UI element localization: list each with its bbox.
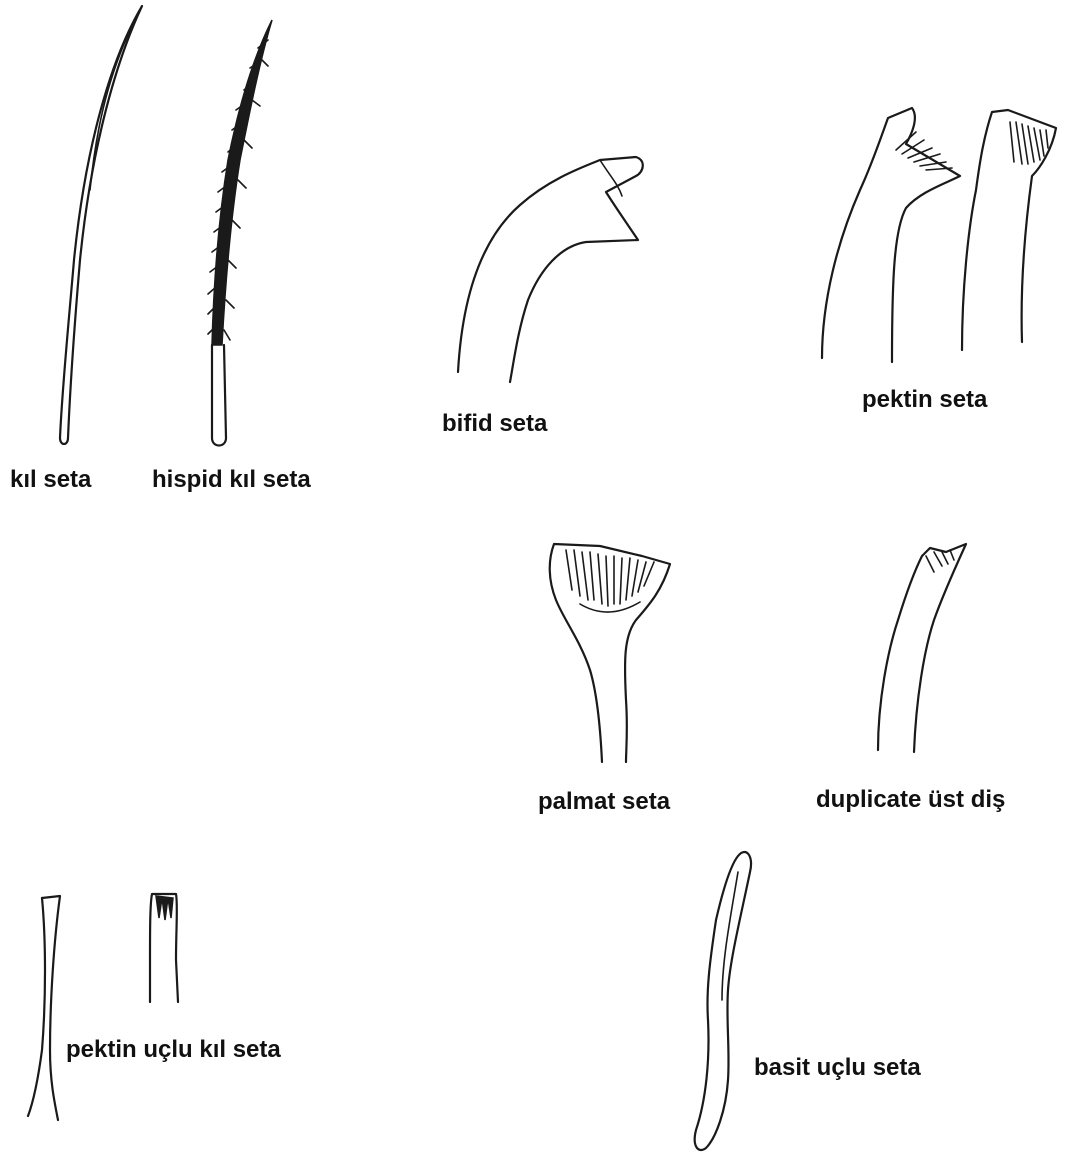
kil-seta-label: kıl seta bbox=[10, 468, 91, 492]
hispid-kil-seta-drawing bbox=[208, 20, 272, 446]
pektin-uclu-kil-seta-short-drawing bbox=[150, 894, 178, 1002]
pektin-seta-right-drawing bbox=[962, 110, 1056, 350]
pektin-uclu-kil-seta-long-drawing bbox=[28, 896, 60, 1120]
hispid-kil-seta-label: hispid kıl seta bbox=[152, 468, 311, 492]
pektin-uclu-kil-seta-label: pektin uçlu kıl seta bbox=[66, 1038, 281, 1062]
pektin-seta-label: pektin seta bbox=[862, 388, 987, 412]
bifid-seta-drawing bbox=[458, 157, 643, 382]
duplicate-ust-dis-drawing bbox=[878, 544, 966, 752]
palmat-seta-drawing bbox=[550, 544, 670, 762]
bifid-seta-label: bifid seta bbox=[442, 412, 547, 436]
basit-uclu-seta-label: basit uçlu seta bbox=[754, 1056, 921, 1080]
kil-seta-drawing bbox=[60, 6, 142, 444]
duplicate-ust-dis-label: duplicate üst diş bbox=[816, 788, 1005, 812]
pektin-seta-left-drawing bbox=[822, 108, 960, 362]
palmat-seta-label: palmat seta bbox=[538, 790, 670, 814]
basit-uclu-seta-drawing bbox=[695, 852, 751, 1150]
